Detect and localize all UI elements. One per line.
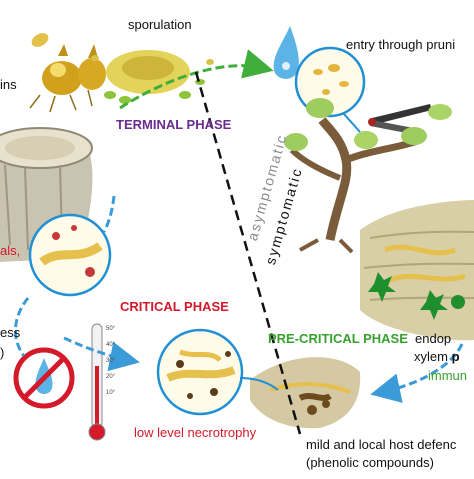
label-entry: entry through pruni — [346, 37, 456, 52]
label-phenolic: (phenolic compounds) — [306, 455, 434, 470]
xylem-tissue-illustration — [360, 200, 474, 341]
thermo-tick-20: 20° — [106, 374, 116, 380]
spore-entry-circle — [294, 46, 366, 118]
label-sporulation: sporulation — [128, 17, 192, 32]
fruiting-bodies-illustration — [29, 33, 106, 113]
label-mild: mild and local host defenc — [306, 437, 457, 452]
arrow-stump — [102, 195, 116, 233]
thermo-tick-40: 40° — [106, 342, 116, 348]
hyphae-left-circle — [39, 225, 103, 277]
label-immun: immun — [428, 368, 468, 383]
sporulation-illustration — [91, 50, 214, 104]
phenolic-tissue-illustration — [250, 357, 361, 429]
label-critical-phase: CRITICAL PHASE — [120, 299, 229, 314]
spores-in-circle — [313, 64, 349, 95]
label-left-stress: ess — [0, 325, 21, 340]
critical-connector — [239, 377, 279, 391]
arrow-sporulation-to-entry — [119, 49, 274, 110]
label-left-paren: ) — [0, 345, 5, 360]
label-endop: endop — [415, 331, 452, 346]
arrow-left-stress — [13, 297, 30, 357]
label-left-red: als, — [0, 243, 21, 258]
thermo-tick-10: 10° — [106, 390, 116, 396]
label-low-level: low level necrotrophy — [134, 425, 257, 440]
water-drop-icon — [273, 26, 299, 79]
arrow-precritical — [370, 343, 464, 403]
thermo-tick-50: 50° — [106, 326, 116, 332]
hyphae-necrotrophy — [166, 349, 236, 399]
label-precritical-phase: PRE-CRITICAL PHASE — [268, 331, 408, 346]
tree-stump-illustration — [0, 127, 93, 262]
label-terminal-phase: TERMINAL PHASE — [116, 117, 232, 132]
label-xylem: xylem p — [414, 349, 460, 364]
zoom-connector — [343, 113, 361, 133]
label-left-top: ins — [0, 77, 17, 92]
thermometer-icon — [88, 323, 106, 441]
no-water-icon — [13, 347, 75, 409]
thermo-tick-30: 30° — [106, 358, 116, 364]
grapevine-illustration — [284, 98, 452, 254]
phase-divider-line — [194, 71, 302, 435]
arrow-to-critical — [63, 336, 140, 372]
